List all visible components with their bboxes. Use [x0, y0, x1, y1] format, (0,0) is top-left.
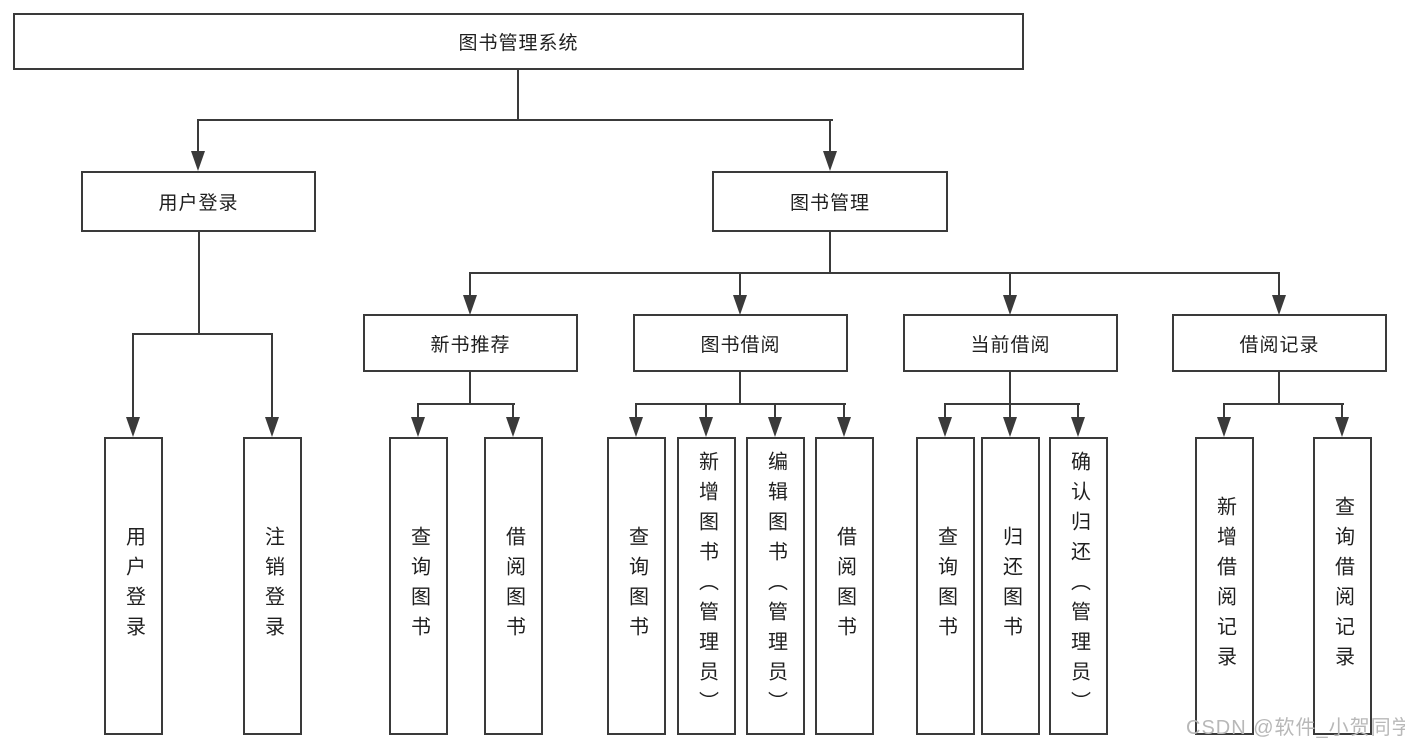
connector-group-bus	[1224, 403, 1344, 405]
connector-group-bus	[418, 403, 515, 405]
connector-level2-bus	[197, 119, 833, 121]
node-book-borrow: 图书借阅	[633, 314, 848, 372]
node-new-book-recommend: 新书推荐	[363, 314, 578, 372]
leaf-label: 确认归还（管理员）	[1067, 451, 1090, 721]
connector-level3-bus	[470, 272, 1280, 274]
arrow-down-icon	[463, 295, 477, 315]
connector-group-drop	[739, 372, 741, 405]
connector-book-management-drop	[829, 232, 831, 274]
leaf-confirm-return-admin: 确认归还（管理员）	[1049, 437, 1108, 735]
arrow-down-icon	[1217, 417, 1231, 437]
connector-user-login-bus	[133, 333, 273, 335]
connector-stem-leaf	[774, 403, 776, 418]
arrow-down-icon	[126, 417, 140, 437]
connector-stem-leaf	[132, 333, 134, 418]
node-book-borrow-label: 图书借阅	[700, 334, 781, 356]
arrow-down-icon	[733, 295, 747, 315]
connector-stem-leaf	[271, 333, 273, 418]
arrow-down-icon	[1003, 295, 1017, 315]
leaf-query-books-3: 查询图书	[916, 437, 975, 735]
connector-stem-leaf	[635, 403, 637, 418]
leaf-query-borrow-record: 查询借阅记录	[1313, 437, 1372, 735]
leaf-label: 借阅图书	[502, 526, 525, 646]
arrow-down-icon	[1003, 417, 1017, 437]
arrow-down-icon	[699, 417, 713, 437]
connector-stem-leaf	[1223, 403, 1225, 418]
connector-stem-level3	[739, 272, 741, 296]
node-current-borrow: 当前借阅	[903, 314, 1118, 372]
leaf-label: 用户登录	[122, 526, 145, 646]
connector-stem-leaf	[1341, 403, 1343, 418]
leaf-add-borrow-record: 新增借阅记录	[1195, 437, 1254, 735]
leaf-query-books-2: 查询图书	[607, 437, 666, 735]
arrow-down-icon	[837, 417, 851, 437]
connector-stem-leaf	[512, 403, 514, 418]
connector-stem-user-login	[197, 119, 199, 152]
leaf-label: 查询图书	[625, 526, 648, 646]
arrow-down-icon	[1335, 417, 1349, 437]
node-borrow-records: 借阅记录	[1172, 314, 1387, 372]
connector-stem-leaf	[417, 403, 419, 418]
connector-stem-leaf	[1077, 403, 1079, 418]
arrow-down-icon	[823, 151, 837, 171]
connector-stem-leaf	[1009, 403, 1011, 418]
arrow-down-icon	[768, 417, 782, 437]
leaf-borrow-books-1: 借阅图书	[484, 437, 543, 735]
leaf-label: 查询借阅记录	[1331, 496, 1354, 676]
node-book-management-label: 图书管理	[789, 193, 870, 214]
connector-stem-leaf	[843, 403, 845, 418]
node-borrow-records-label: 借阅记录	[1239, 334, 1320, 356]
arrow-down-icon	[629, 417, 643, 437]
csdn-watermark: CSDN @软件_小贺同学	[1186, 717, 1405, 739]
arrow-down-icon	[265, 417, 279, 437]
connector-stem-leaf	[705, 403, 707, 418]
connector-stem-leaf	[944, 403, 946, 418]
connector-group-drop	[1009, 372, 1011, 405]
node-new-book-recommend-label: 新书推荐	[430, 334, 511, 356]
arrow-down-icon	[411, 417, 425, 437]
arrow-down-icon	[1272, 295, 1286, 315]
leaf-add-book-admin: 新增图书（管理员）	[677, 437, 736, 735]
connector-stem-level3	[469, 272, 471, 296]
arrow-down-icon	[938, 417, 952, 437]
leaf-label: 注销登录	[261, 526, 284, 646]
node-user-login: 用户登录	[81, 171, 316, 232]
leaf-label: 新增图书（管理员）	[695, 451, 718, 721]
arrow-down-icon	[506, 417, 520, 437]
connector-stem-level3	[1278, 272, 1280, 296]
leaf-label: 借阅图书	[833, 526, 856, 646]
connector-group-drop	[1278, 372, 1280, 405]
leaf-borrow-books-2: 借阅图书	[815, 437, 874, 735]
arrow-down-icon	[191, 151, 205, 171]
arrow-down-icon	[1071, 417, 1085, 437]
leaf-edit-book-admin: 编辑图书（管理员）	[746, 437, 805, 735]
connector-group-drop	[469, 372, 471, 405]
node-user-login-label: 用户登录	[158, 193, 239, 214]
connector-stem-level3	[1009, 272, 1011, 296]
node-root: 图书管理系统	[13, 13, 1024, 70]
leaf-label: 编辑图书（管理员）	[764, 451, 787, 721]
leaf-label: 归还图书	[999, 526, 1022, 646]
connector-group-bus	[945, 403, 1080, 405]
leaf-return-book: 归还图书	[981, 437, 1040, 735]
node-current-borrow-label: 当前借阅	[970, 334, 1051, 356]
connector-stem-book-management	[829, 119, 831, 152]
node-book-management: 图书管理	[712, 171, 948, 232]
leaf-label: 查询图书	[934, 526, 957, 646]
connector-user-login-drop	[198, 232, 200, 334]
leaf-user-login: 用户登录	[104, 437, 163, 735]
connector-group-bus	[636, 403, 846, 405]
leaf-query-books-1: 查询图书	[389, 437, 448, 735]
leaf-label: 查询图书	[407, 526, 430, 646]
node-root-label: 图书管理系统	[458, 33, 579, 54]
leaf-logout: 注销登录	[243, 437, 302, 735]
connector-root-drop	[517, 70, 519, 121]
leaf-label: 新增借阅记录	[1213, 496, 1236, 676]
